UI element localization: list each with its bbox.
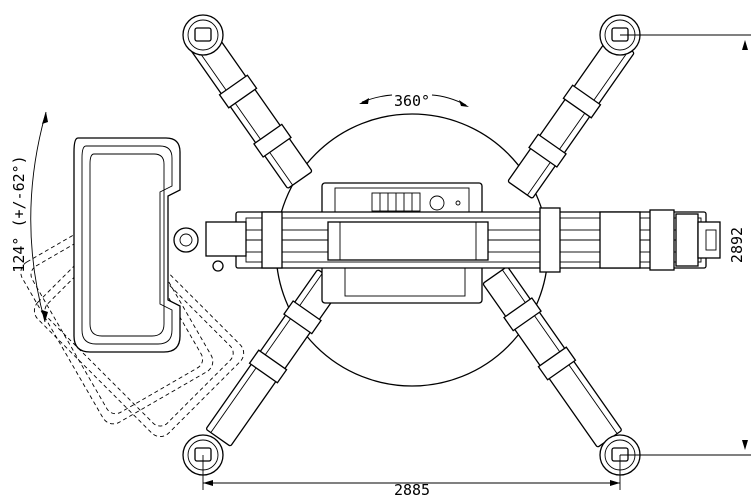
boom [205,207,721,273]
slew-dimension: 124° (+/-62°) [10,111,48,323]
rotation-dimension: 360° [359,92,469,110]
slew-label: 124° (+/-62°) [10,155,28,272]
width-dimension: 2885 [202,455,621,498]
width-label: 2885 [394,481,430,498]
basket [73,137,199,353]
outrigger-legs [189,30,635,448]
rotation-label: 360° [394,92,430,110]
length-label: 2892 [728,227,746,263]
length-dimension: 2892 [620,34,751,456]
